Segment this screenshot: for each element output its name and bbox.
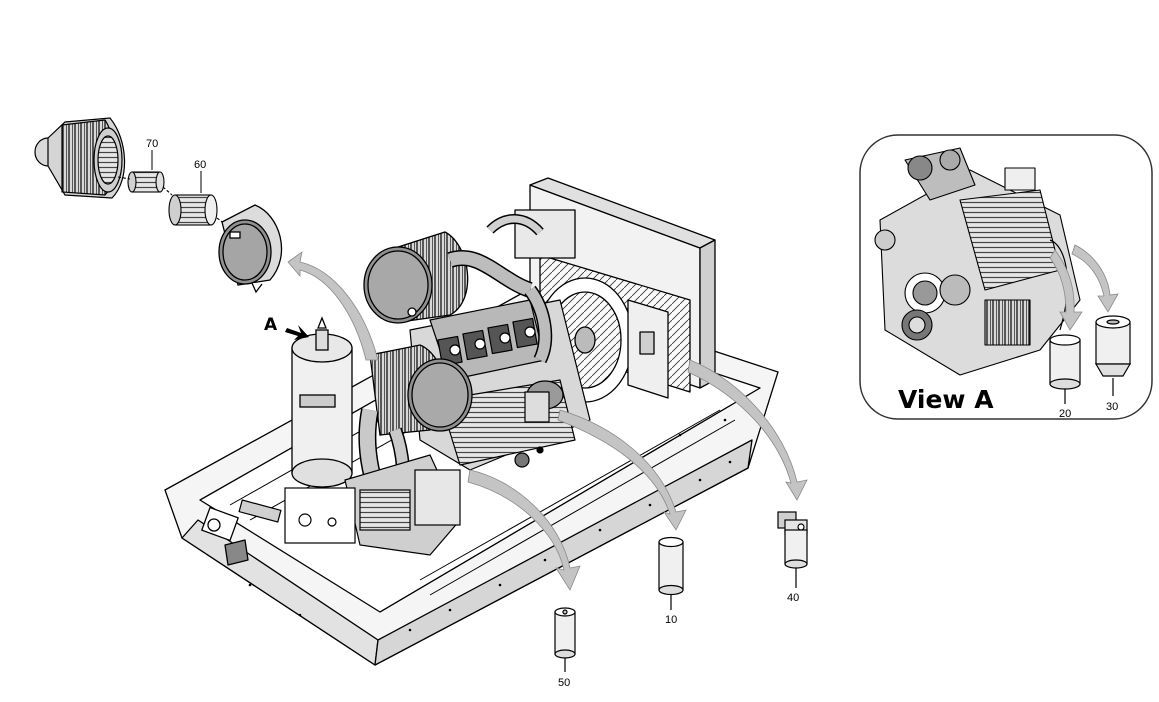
view-a-marker: A [264, 315, 309, 340]
view-direction-arrow-icon [285, 325, 309, 340]
callout-50: 50 [558, 677, 570, 689]
filter-cartridge-10 [658, 536, 684, 610]
pointer-arrows [287, 251, 808, 591]
filter-cartridge-50 [554, 607, 576, 672]
separator-tank [291, 316, 353, 488]
callouts-main [151, 150, 202, 193]
air-filter-cover [218, 204, 283, 294]
primary-filter-element-60 [162, 186, 227, 226]
inset-engine [874, 147, 1081, 376]
inset-title: View A [898, 385, 994, 414]
callout-70: 70 [146, 138, 158, 150]
callout-60: 60 [194, 159, 206, 171]
air-filter-housing-exploded [34, 117, 126, 199]
view-a-inset: View A 20 30 [859, 134, 1153, 420]
inset-arrows [1049, 244, 1119, 331]
radiator-assembly [486, 177, 716, 403]
inset-filter-30 [1094, 315, 1132, 396]
callout-20: 20 [1059, 408, 1071, 420]
callout-30: 30 [1106, 401, 1118, 413]
compressor-unit [238, 454, 461, 556]
safety-filter-element-70 [117, 171, 165, 193]
filter-cartridge-40 [777, 511, 808, 588]
view-marker-letter: A [264, 315, 278, 335]
upper-air-cleaner [363, 231, 553, 364]
callout-40: 40 [787, 592, 799, 604]
callout-10: 10 [665, 614, 677, 626]
inset-filter-20 [1049, 334, 1081, 404]
